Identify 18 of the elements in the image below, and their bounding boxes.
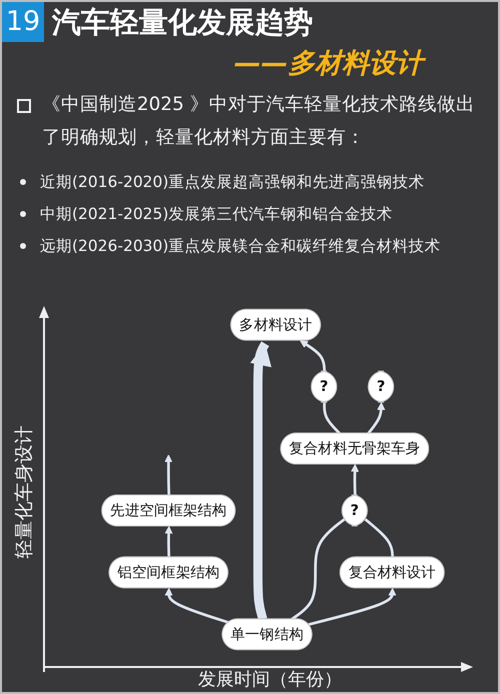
intro-text: 《中国制造2025 》中对于汽车轻量化技术路线做出了明确规划，轻量化材料方面主要有：	[42, 93, 476, 150]
connector	[290, 518, 346, 620]
x-axis-label: 发展时间（年份）	[198, 669, 342, 691]
arrow	[350, 464, 359, 496]
slide-number: 19	[2, 2, 44, 42]
bullet-text: 远期(2026-2030)重点发展镁合金和碳纤维复合材料技术	[40, 236, 441, 257]
arrow	[164, 588, 230, 624]
arrow	[164, 526, 173, 558]
arrow	[308, 588, 396, 626]
arrow	[367, 402, 386, 434]
y-axis-label: 轻量化车身设计	[12, 425, 36, 559]
slide-title: 汽车轻量化发展趋势	[52, 4, 313, 41]
bullet-text: 中期(2021-2025)发展第三代汽车钢和铝合金技术	[40, 204, 393, 225]
connector	[322, 402, 341, 434]
connector	[364, 518, 394, 558]
arrow	[164, 454, 172, 496]
bullet-text: 近期(2016-2020)重点发展超高强钢和先进高强钢技术	[40, 172, 425, 193]
arrow	[300, 340, 326, 372]
